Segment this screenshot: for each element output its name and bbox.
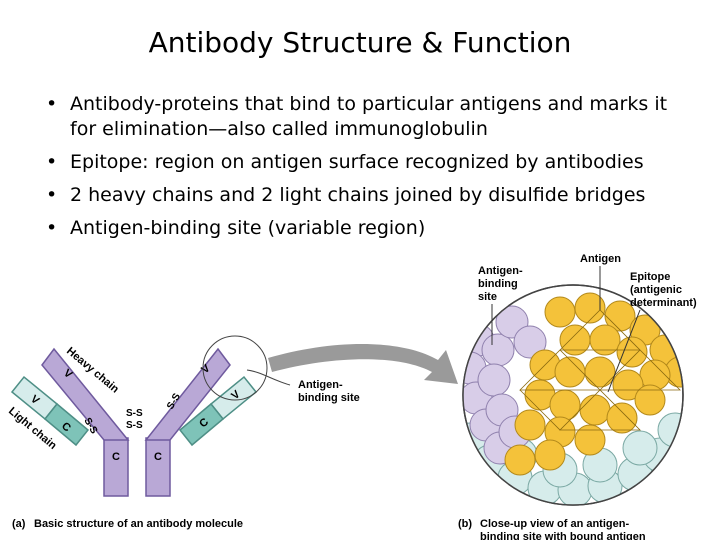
antigen-atom bbox=[574, 424, 606, 456]
v-label: V bbox=[199, 362, 213, 376]
light-chain-label: Light chain bbox=[6, 405, 59, 452]
bullet-item: Antibody-proteins that bind to particula… bbox=[46, 92, 686, 142]
antigen-atom bbox=[554, 356, 586, 388]
light-chain-atom bbox=[557, 472, 593, 505]
epitope-label: (antigenic bbox=[630, 284, 682, 296]
antigen-binding-site-label: Antigen- bbox=[298, 379, 343, 391]
heavy-chain-atom bbox=[463, 351, 487, 385]
antigen-atom bbox=[559, 324, 591, 356]
v-label: V bbox=[28, 393, 42, 407]
heavy-chain-atom bbox=[463, 323, 495, 357]
heavy-chain-stem-right bbox=[145, 437, 171, 497]
heavy-chain-atom bbox=[485, 393, 519, 427]
antigen-binding-site-circle bbox=[202, 335, 268, 401]
light-chain-atom bbox=[587, 468, 623, 504]
c-label: C bbox=[197, 416, 211, 430]
light-chain-v-right bbox=[209, 375, 258, 421]
heavy-chain-atom bbox=[498, 415, 532, 449]
light-chain-atom bbox=[527, 470, 563, 505]
antigen-atom bbox=[514, 409, 546, 441]
light-chain-atom bbox=[472, 444, 508, 480]
antigen-atom bbox=[612, 369, 644, 401]
zoom-arrow bbox=[268, 344, 458, 384]
bullet-item: 2 heavy chains and 2 light chains joined… bbox=[46, 183, 686, 208]
disulfide-bridge-label: S-S bbox=[165, 391, 183, 411]
caption-tag: (b) bbox=[458, 518, 472, 530]
antigen-atom bbox=[544, 296, 576, 328]
light-chain-v-left bbox=[10, 375, 59, 421]
c-label: C bbox=[59, 420, 73, 434]
epitope-label: Epitope bbox=[630, 271, 670, 283]
antigen-atom bbox=[504, 444, 536, 476]
heavy-chain-atom bbox=[483, 431, 517, 465]
c-label: C bbox=[112, 451, 120, 463]
antigen-atom bbox=[639, 359, 671, 391]
caption-tag: (a) bbox=[12, 518, 26, 530]
heavy-chain-atom bbox=[469, 408, 503, 442]
antigen-atom bbox=[529, 349, 561, 381]
antigen-atom bbox=[604, 300, 636, 332]
heavy-chain-atom bbox=[495, 305, 529, 339]
binding-site-closeup: Antigen Antigen- binding site Epitope (a… bbox=[458, 253, 697, 540]
epitope-lattice bbox=[519, 309, 681, 431]
antigen-atom bbox=[584, 356, 616, 388]
light-chain-atom bbox=[542, 452, 578, 488]
heavy-chain-atom bbox=[481, 333, 515, 367]
antigen-atom bbox=[574, 292, 606, 324]
antigen-atom bbox=[579, 394, 611, 426]
antigen-atom bbox=[664, 356, 683, 388]
bullet-item: Epitope: region on antigen surface recog… bbox=[46, 150, 686, 175]
antigen-atom bbox=[629, 314, 661, 346]
heavy-chain-atom bbox=[477, 363, 511, 397]
heavy-chain-atom bbox=[463, 381, 493, 415]
light-chain-c-right bbox=[178, 402, 225, 447]
antigen-atom bbox=[544, 416, 576, 448]
figure-caption: binding site with bound antigen bbox=[480, 531, 646, 540]
heavy-chain-atom bbox=[513, 325, 547, 359]
antigen-atom bbox=[549, 389, 581, 421]
c-label: C bbox=[154, 451, 162, 463]
callout-line bbox=[607, 309, 641, 393]
antigen-binding-site-label: Antigen- bbox=[478, 265, 523, 277]
disulfide-bridge-label: S-S bbox=[126, 408, 143, 419]
v-label: V bbox=[229, 388, 243, 402]
figure-caption: Basic structure of an antibody molecule bbox=[34, 518, 243, 530]
bullet-item: Antigen-binding site (variable region) bbox=[46, 216, 686, 241]
antigen-atom bbox=[524, 379, 556, 411]
antigen-atom bbox=[616, 336, 648, 368]
antigen-binding-site-label: site bbox=[478, 291, 497, 303]
light-chain-atom bbox=[622, 430, 658, 466]
antigen-label: Antigen bbox=[580, 253, 621, 265]
light-chain-atom bbox=[497, 460, 533, 496]
heavy-chain-stem-left bbox=[103, 437, 129, 497]
light-chain-atom bbox=[657, 412, 683, 448]
heavy-chain-arm-left bbox=[41, 347, 130, 441]
v-label: V bbox=[61, 367, 75, 381]
antigen-binding-site-label: binding bbox=[478, 278, 518, 290]
disulfide-bridge-label: S-S bbox=[126, 420, 143, 431]
bullet-list: Antibody-proteins that bind to particula… bbox=[46, 92, 686, 249]
slide-title: Antibody Structure & Function bbox=[148, 26, 572, 59]
antigen-atom bbox=[606, 402, 638, 434]
epitope-label: determinant) bbox=[630, 297, 697, 309]
figure-caption: Close-up view of an antigen- bbox=[480, 518, 629, 530]
antigen-atom bbox=[649, 334, 681, 366]
antibody-molecule: V V C V V C C C S-S S-S S-S S-S Heavy ch… bbox=[6, 335, 360, 530]
heavy-chain-label: Heavy chain bbox=[64, 345, 121, 396]
callout-line bbox=[246, 369, 291, 386]
antigen-atom bbox=[534, 439, 566, 471]
light-chain-atom bbox=[617, 456, 653, 492]
antigen-binding-site-label: binding site bbox=[298, 392, 360, 404]
disulfide-bridge-label: S-S bbox=[81, 416, 99, 436]
light-chain-atom bbox=[502, 437, 538, 473]
light-chain-atom bbox=[642, 437, 678, 473]
light-chain-atom bbox=[463, 422, 488, 458]
light-chain-atom bbox=[582, 447, 618, 483]
light-chain-c-left bbox=[43, 402, 90, 447]
heavy-chain-arm-right bbox=[144, 347, 231, 441]
antigen-atom bbox=[589, 324, 621, 356]
antigen-atom bbox=[634, 384, 666, 416]
closeup-spheres bbox=[463, 292, 683, 505]
